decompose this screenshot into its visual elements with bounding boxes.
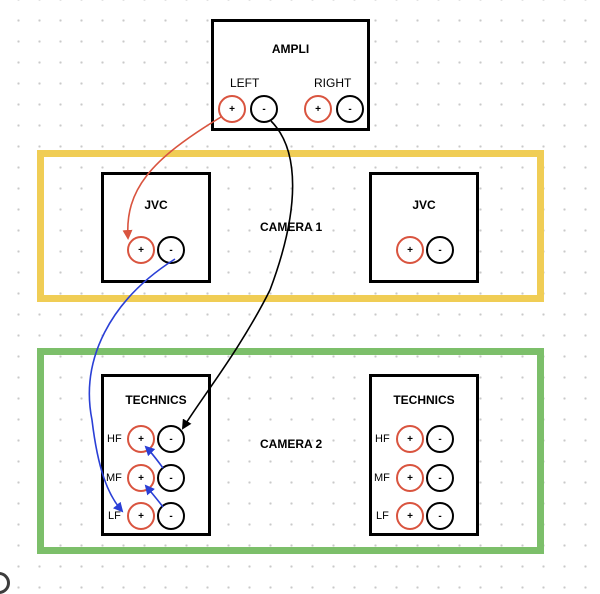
- technics-left-mf-minus-terminal[interactable]: -: [157, 464, 185, 492]
- camera-1-room: [37, 150, 544, 302]
- wire-technics-mf-minus-to-hf-plus: [144, 445, 164, 469]
- jvc-right-title: JVC: [412, 198, 436, 212]
- ampli-left-minus-terminal[interactable]: -: [250, 95, 278, 123]
- technics-right-hf-label: HF: [375, 433, 390, 445]
- technics-right-mf-label: MF: [374, 472, 390, 484]
- camera-2-label: CAMERA 2: [260, 437, 323, 451]
- ampli-right-plus-terminal[interactable]: +: [304, 95, 332, 123]
- technics-left-lf-plus-terminal[interactable]: +: [127, 502, 155, 530]
- technics-right-hf-plus-terminal[interactable]: +: [396, 425, 424, 453]
- technics-right-box: TECHNICS: [369, 374, 479, 536]
- technics-right-lf-label: LF: [376, 510, 389, 522]
- ampli-left-plus-terminal[interactable]: +: [218, 95, 246, 123]
- technics-right-mf-minus-terminal[interactable]: -: [426, 464, 454, 492]
- technics-left-mf-plus-terminal[interactable]: +: [127, 464, 155, 492]
- ampli-title: AMPLI: [271, 42, 310, 56]
- ampli-left-label: LEFT: [230, 76, 260, 90]
- ampli-right-label: RIGHT: [314, 76, 352, 90]
- jvc-right-minus-terminal[interactable]: -: [426, 236, 454, 264]
- technics-right-mf-plus-terminal[interactable]: +: [396, 464, 424, 492]
- technics-left-hf-minus-terminal[interactable]: -: [157, 425, 185, 453]
- technics-left-lf-label: LF: [108, 510, 121, 522]
- jvc-left-title: JVC: [144, 198, 168, 212]
- jvc-right-plus-terminal[interactable]: +: [396, 236, 424, 264]
- wire-ampli-left-plus-to-jvc-plus: [122, 116, 222, 240]
- wire-ampli-left-minus-to-technics-hf-minus: [181, 120, 294, 430]
- technics-left-hf-label: HF: [107, 433, 122, 445]
- camera-2-room: [37, 348, 544, 554]
- jvc-left-plus-terminal[interactable]: +: [127, 236, 155, 264]
- ampli-right-minus-terminal[interactable]: -: [336, 95, 364, 123]
- technics-left-lf-minus-terminal[interactable]: -: [157, 502, 185, 530]
- technics-right-title: TECHNICS: [393, 393, 455, 407]
- jvc-right-box: JVC: [369, 172, 479, 283]
- technics-right-hf-minus-terminal[interactable]: -: [426, 425, 454, 453]
- wire-jvc-minus-to-technics-lf-plus: [88, 258, 176, 513]
- technics-left-title: TECHNICS: [125, 393, 187, 407]
- technics-right-lf-minus-terminal[interactable]: -: [426, 502, 454, 530]
- camera-1-label: CAMERA 1: [260, 220, 323, 234]
- technics-right-lf-plus-terminal[interactable]: +: [396, 502, 424, 530]
- jvc-left-minus-terminal[interactable]: -: [157, 236, 185, 264]
- wire-technics-lf-minus-to-mf-plus: [144, 484, 164, 508]
- technics-left-mf-label: MF: [106, 472, 122, 484]
- jvc-left-box: JVC: [101, 172, 211, 283]
